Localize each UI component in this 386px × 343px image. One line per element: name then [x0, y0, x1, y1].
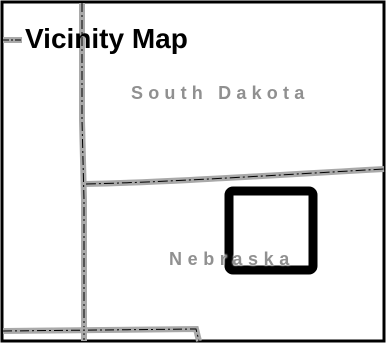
map-title: Vicinity Map [25, 23, 188, 54]
state-label-south-dakota: South Dakota [131, 83, 310, 103]
north-south-road-boundary [81, 3, 85, 341]
state-boundary-dash [85, 168, 385, 185]
east-west-road-boundary [2, 328, 200, 342]
state-label-nebraska: Nebraska [169, 249, 295, 269]
study-area-box [224, 186, 318, 275]
